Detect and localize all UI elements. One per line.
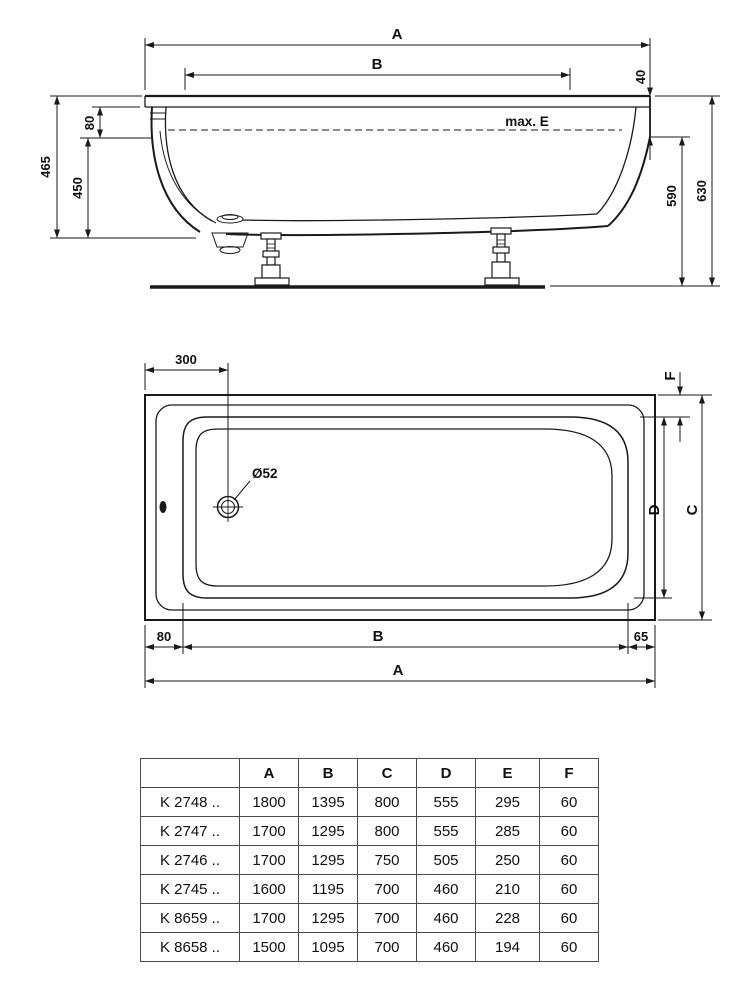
dim-label-b: B xyxy=(372,56,383,73)
side-view-labels: A B max. E 40 80 450 465 590 630 xyxy=(38,26,709,207)
value-cell: 700 xyxy=(357,903,417,933)
value-cell: 194 xyxy=(475,932,540,962)
value-cell: 555 xyxy=(416,816,476,846)
value-cell: 1700 xyxy=(239,903,299,933)
value-cell: 1295 xyxy=(298,903,358,933)
table-row: K 2746 .. 1700 1295 750 505 250 60 xyxy=(140,845,599,875)
dim-label-max-e: max. E xyxy=(505,114,549,129)
dim-label-f: F xyxy=(662,371,679,380)
dim-label-a-bottom: A xyxy=(393,662,404,679)
model-cell: K 8658 .. xyxy=(140,932,240,962)
value-cell: 460 xyxy=(416,874,476,904)
table-row: K 8658 .. 1500 1095 700 460 194 60 xyxy=(140,932,599,962)
dim-label-65: 65 xyxy=(634,629,648,644)
value-cell: 60 xyxy=(539,845,599,875)
dim-label-300: 300 xyxy=(175,352,197,367)
value-cell: 750 xyxy=(357,845,417,875)
value-cell: 60 xyxy=(539,903,599,933)
table-row: K 2745 .. 1600 1195 700 460 210 60 xyxy=(140,874,599,904)
value-cell: 800 xyxy=(357,787,417,817)
value-cell: 1800 xyxy=(239,787,299,817)
value-cell: 800 xyxy=(357,816,417,846)
dim-label-b-bottom: B xyxy=(373,628,384,645)
value-cell: 1195 xyxy=(298,874,358,904)
dim-label-80-bottom: 80 xyxy=(157,629,171,644)
dim-label-40: 40 xyxy=(633,70,648,84)
value-cell: 60 xyxy=(539,874,599,904)
top-view-dimension-lines xyxy=(144,363,712,688)
value-cell: 1700 xyxy=(239,816,299,846)
value-cell: 60 xyxy=(539,816,599,846)
value-cell: 60 xyxy=(539,932,599,962)
header-f: F xyxy=(539,758,599,788)
value-cell: 295 xyxy=(475,787,540,817)
value-cell: 1700 xyxy=(239,845,299,875)
dim-label-590: 590 xyxy=(664,185,679,207)
value-cell: 1500 xyxy=(239,932,299,962)
dim-label-450: 450 xyxy=(70,177,85,199)
value-cell: 1395 xyxy=(298,787,358,817)
value-cell: 60 xyxy=(539,787,599,817)
value-cell: 555 xyxy=(416,787,476,817)
dimensions-table: A B C D E F K 2748 .. 1800 1395 800 555 … xyxy=(140,758,599,962)
top-view-arrowheads xyxy=(145,367,705,684)
header-d: D xyxy=(416,758,476,788)
value-cell: 210 xyxy=(475,874,540,904)
value-cell: 228 xyxy=(475,903,540,933)
header-b: B xyxy=(298,758,358,788)
dim-label-c: C xyxy=(684,504,701,515)
value-cell: 1600 xyxy=(239,874,299,904)
side-view-arrowheads xyxy=(54,42,715,286)
top-view-drawing: 300 F Ø52 D C 80 B 65 A xyxy=(144,352,712,688)
value-cell: 700 xyxy=(357,874,417,904)
side-view-dimension-lines xyxy=(50,38,720,287)
drain-symbol xyxy=(159,492,243,522)
value-cell: 1095 xyxy=(298,932,358,962)
bathtub-plan-outline xyxy=(144,394,656,621)
value-cell: 285 xyxy=(475,816,540,846)
model-cell: K 2747 .. xyxy=(140,816,240,846)
model-cell: K 8659 .. xyxy=(140,903,240,933)
header-e: E xyxy=(475,758,540,788)
value-cell: 460 xyxy=(416,903,476,933)
table-header-row: A B C D E F xyxy=(140,758,599,788)
drain-diameter-label: Ø52 xyxy=(252,466,278,481)
header-a: A xyxy=(239,758,299,788)
value-cell: 1295 xyxy=(298,845,358,875)
model-cell: K 2748 .. xyxy=(140,787,240,817)
dim-label-d: D xyxy=(646,504,663,515)
table-row: K 2747 .. 1700 1295 800 555 285 60 xyxy=(140,816,599,846)
overflow-and-waste-detail xyxy=(150,112,249,254)
value-cell: 460 xyxy=(416,932,476,962)
top-view-labels: 300 F Ø52 D C 80 B 65 A xyxy=(157,352,701,679)
header-c: C xyxy=(357,758,417,788)
value-cell: 505 xyxy=(416,845,476,875)
dim-label-80: 80 xyxy=(82,116,97,130)
dim-label-465: 465 xyxy=(38,156,53,178)
overflow-hole xyxy=(159,501,167,513)
table-row: K 2748 .. 1800 1395 800 555 295 60 xyxy=(140,787,599,817)
bathtub-side-profile xyxy=(144,94,651,236)
value-cell: 1295 xyxy=(298,816,358,846)
side-view-drawing: A B max. E 40 80 450 465 590 630 xyxy=(38,26,720,289)
model-cell: K 2745 .. xyxy=(140,874,240,904)
table-row: K 8659 .. 1700 1295 700 460 228 60 xyxy=(140,903,599,933)
dim-label-630: 630 xyxy=(694,180,709,202)
model-cell: K 2746 .. xyxy=(140,845,240,875)
value-cell: 250 xyxy=(475,845,540,875)
adjustable-feet xyxy=(254,227,520,286)
table-corner-cell xyxy=(140,758,240,788)
dim-label-a: A xyxy=(392,26,403,43)
value-cell: 700 xyxy=(357,932,417,962)
